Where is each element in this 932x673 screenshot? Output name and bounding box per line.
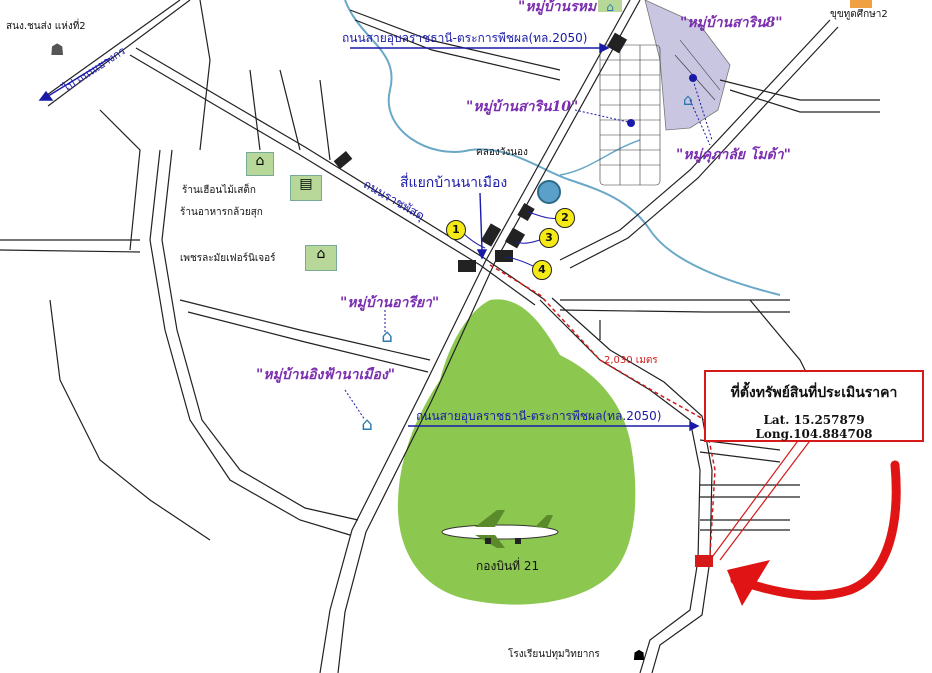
label-school-bottom: โรงเรียนปทุมวิทยากร bbox=[508, 649, 600, 660]
label-distance: 2,030 เมตร bbox=[604, 355, 658, 366]
river bbox=[344, 0, 781, 296]
warehouse-icon: ▤ bbox=[290, 175, 322, 201]
village-grid bbox=[599, 39, 721, 186]
route-line bbox=[489, 264, 716, 556]
label-restaurant: ร้านอาหารกล้วยสุก bbox=[180, 207, 263, 218]
house-icon: ⌂ bbox=[682, 90, 694, 109]
map-pin-icon bbox=[537, 180, 561, 204]
village-area bbox=[644, 0, 731, 131]
label-highway-top: ถนนสายอุบลราชธานี-ตระการพืชผล(ทล.2050) bbox=[342, 31, 588, 45]
label-village-ingfa: "หมู่บ้านอิงฟ้านาเมือง" bbox=[256, 367, 396, 383]
label-village-moda: "หมู่คุภาลัย โมด้า" bbox=[676, 147, 791, 163]
label-transport-office: สนง.ชนส่ง แห่งที่2 bbox=[6, 21, 86, 32]
label-village-sarin8: "หมู่บ้านสาริน8" bbox=[680, 15, 783, 31]
arrow-icon bbox=[730, 460, 901, 600]
label-school-top-right: ขุขทูดศึกษา2 bbox=[830, 9, 888, 20]
label-village-araya: "หมู่บ้านอารียา" bbox=[340, 295, 440, 311]
label-village-sarin10: "หมู่บ้านสาริน10" bbox=[466, 99, 579, 115]
school-icon: ☗ bbox=[50, 40, 65, 59]
property-location-callout: ที่ตั้งทรัพย์สินที่ประเมินราคา Lat. 15.2… bbox=[704, 370, 924, 442]
house-icon: ⌂ bbox=[246, 152, 274, 176]
label-airbase: กองบินที่ 21 bbox=[476, 559, 540, 573]
house-icon: ⌂ bbox=[598, 0, 622, 14]
label-intersection: สี่แยกบ้านนาเมือง bbox=[400, 175, 508, 191]
house-icon: ⌂ bbox=[361, 414, 373, 435]
label-canal: คลองวังนอง bbox=[476, 147, 528, 158]
house-icon: ⌂ bbox=[381, 326, 393, 347]
marker-2[interactable]: 2 bbox=[555, 208, 575, 228]
school-icon: ☗ bbox=[632, 648, 646, 664]
label-furniture: เพชรละมัยเฟอร์นิเจอร์ bbox=[180, 253, 276, 264]
house-icon: ⌂ bbox=[305, 245, 337, 271]
callout-title: ที่ตั้งทรัพย์สินที่ประเมินราคา bbox=[730, 385, 898, 401]
marker-3[interactable]: 3 bbox=[539, 228, 559, 248]
airplane-icon bbox=[435, 505, 565, 550]
marker-4[interactable]: 4 bbox=[532, 260, 552, 280]
callout-coordinates: Lat. 15.257879 Long.104.884708 bbox=[755, 413, 873, 441]
marker-1[interactable]: 1 bbox=[446, 220, 466, 240]
label-highway-bottom: ถนนสายอุบลราชธานี-ตระการพืชผล(ทล.2050) bbox=[416, 409, 662, 423]
school-icon bbox=[850, 0, 872, 8]
label-shop-wood: ร้านเฮือนไม้เสต็ก bbox=[182, 185, 256, 196]
label-village-top: "หมู่บ้านรหม bbox=[518, 0, 597, 15]
